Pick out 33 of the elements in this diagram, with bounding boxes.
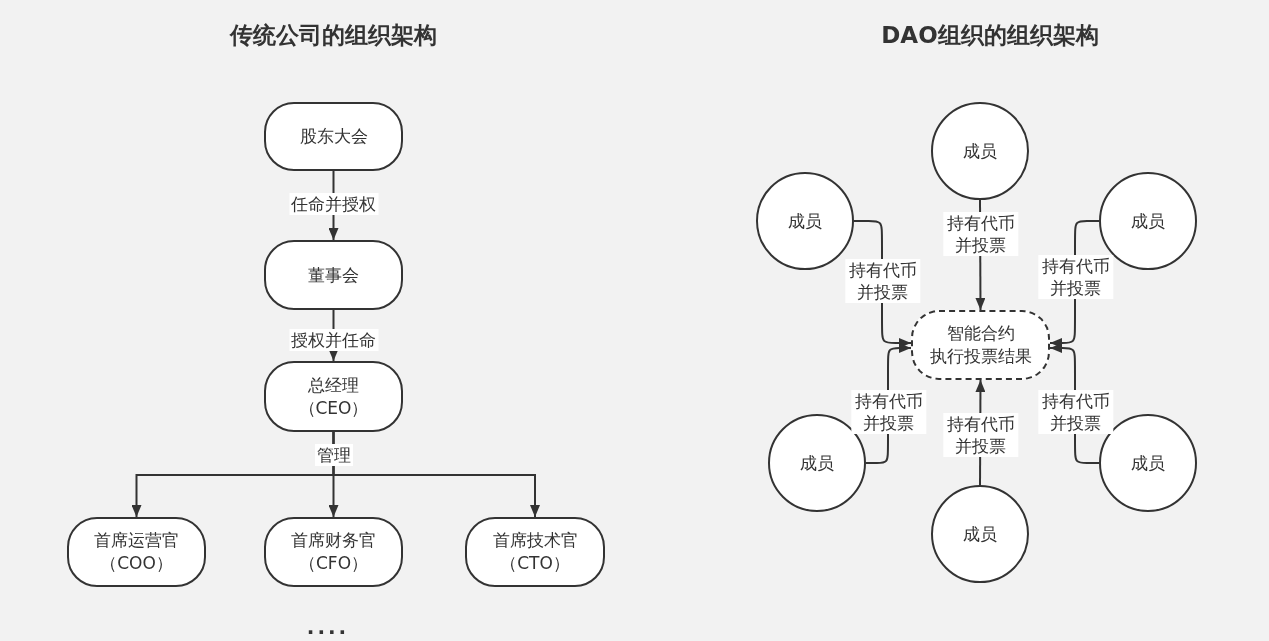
rounded-box xyxy=(465,517,605,587)
arrow xyxy=(332,431,540,518)
rounded-box xyxy=(67,517,206,587)
node-text: 成员 xyxy=(1131,209,1165,233)
edge-label: 持有代币并投票 xyxy=(943,212,1019,256)
node-text: 成员 xyxy=(788,209,822,233)
dashed-rounded-box xyxy=(911,310,1050,380)
edge-label: 持有代币并投票 xyxy=(1038,390,1114,434)
edge-label: 持有代币并投票 xyxy=(1038,255,1114,299)
node-text: 总经理（CEO） xyxy=(297,373,370,420)
node-text: 董事会 xyxy=(308,263,359,287)
rounded-box xyxy=(264,361,403,432)
edge-label: 持有代币并投票 xyxy=(943,413,1019,457)
edge-label: 授权并任命 xyxy=(289,329,378,351)
edge-label: 持有代币并投票 xyxy=(845,259,921,303)
node-text: 股东大会 xyxy=(299,125,368,148)
node-text: 成员 xyxy=(1131,451,1165,475)
node-text: 首席技术官（CTO） xyxy=(491,529,579,575)
rounded-box xyxy=(264,240,403,310)
edge-label: 任命并授权 xyxy=(289,193,378,215)
node-text: 首席财务官（CFO） xyxy=(290,529,377,575)
rounded-box xyxy=(264,102,403,171)
node-text: 成员 xyxy=(963,139,997,163)
rounded-box xyxy=(264,517,403,587)
node-text: 智能合约执行投票结果 xyxy=(928,322,1033,368)
section-heading: DAO组织的组织架构 xyxy=(881,21,1099,50)
node-text: 首席运营官（COO） xyxy=(93,529,180,575)
node-text: 成员 xyxy=(963,522,997,546)
ellipsis-text: .... xyxy=(306,617,350,637)
section-heading: 传统公司的组织架构 xyxy=(229,21,437,50)
edge-label: 持有代币并投票 xyxy=(851,390,927,434)
node-text: 成员 xyxy=(800,451,834,475)
edge-label: 管理 xyxy=(315,444,353,466)
